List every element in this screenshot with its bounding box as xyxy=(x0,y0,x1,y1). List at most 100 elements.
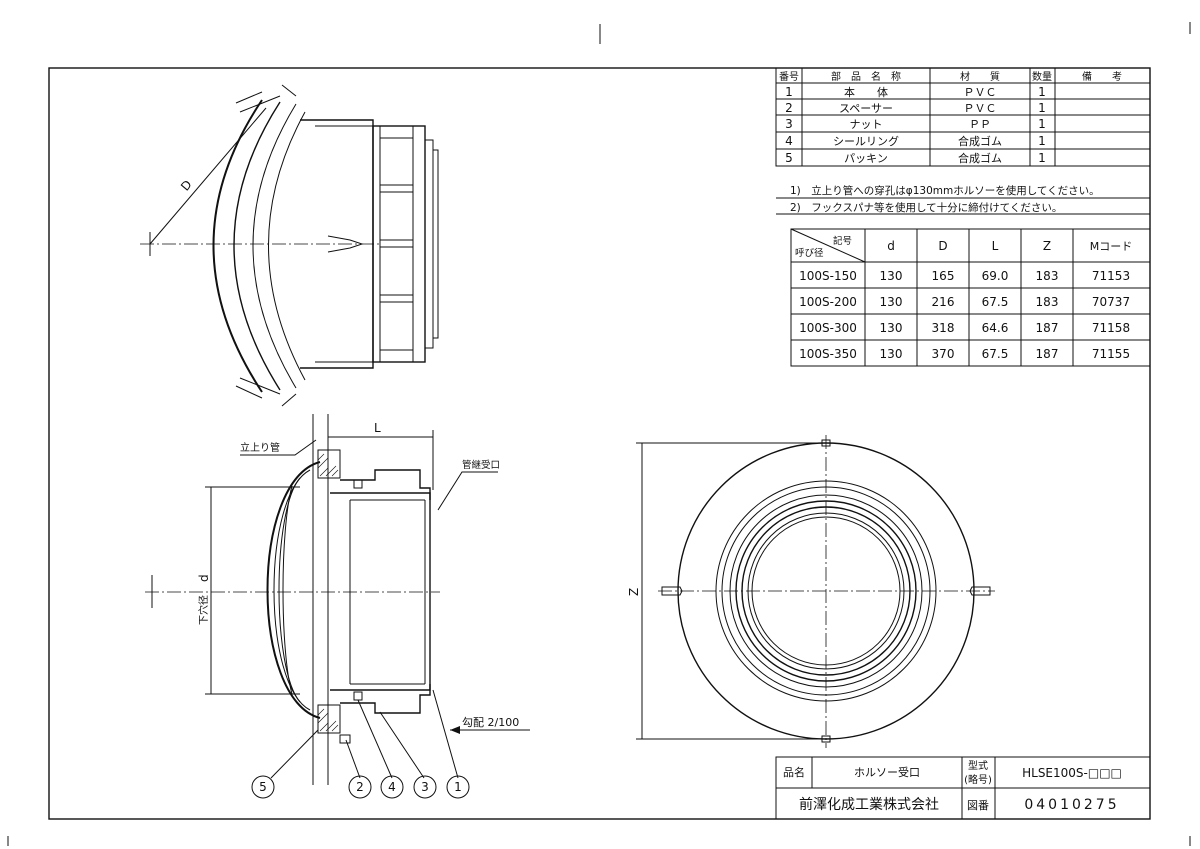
dim-size: 100S-200 xyxy=(799,295,857,309)
part-no: 5 xyxy=(785,151,793,165)
title-type-label-sub: (略号) xyxy=(964,773,992,786)
dim-corner-bottom: 呼び径 xyxy=(795,247,824,259)
dim-Z: 183 xyxy=(1036,269,1059,283)
part-qty: 1 xyxy=(1038,151,1046,165)
part-material: ＰＶＣ xyxy=(964,86,997,99)
part-name: ナット xyxy=(850,118,883,131)
dim-header-L: L xyxy=(992,239,999,253)
dim-D: 165 xyxy=(932,269,955,283)
parts-header-qty: 数量 xyxy=(1032,70,1052,83)
front-view: Z xyxy=(627,435,995,748)
balloon-number: 3 xyxy=(421,780,429,794)
dim-header-D: D xyxy=(938,239,947,253)
label-pipe-socket: 管継受口 xyxy=(462,459,500,471)
dim-size: 100S-350 xyxy=(799,347,857,361)
part-no: 1 xyxy=(785,85,793,99)
dim-L: 67.5 xyxy=(982,347,1009,361)
title-name-value: ホルソー受口 xyxy=(854,766,920,779)
dim-header-Z: Z xyxy=(1043,239,1051,253)
dim-row: 100S-150 130 165 69.0 183 71153 xyxy=(799,269,1130,283)
title-type-label: 型式 xyxy=(968,759,988,772)
part-no: 2 xyxy=(785,101,793,115)
note-2: 2) フックスパナ等を使用して十分に締付けてください。 xyxy=(790,201,1062,214)
part-no: 4 xyxy=(785,134,793,148)
dim-corner-top: 記号 xyxy=(833,235,852,247)
dim-size: 100S-150 xyxy=(799,269,857,283)
part-name: パッキン xyxy=(844,152,888,165)
dim-L: 64.6 xyxy=(982,321,1009,335)
part-material: ＰＰ xyxy=(969,118,991,131)
title-drawing-no: 04010275 xyxy=(1024,797,1119,813)
part-name: 本 体 xyxy=(844,85,888,99)
dim-d: 130 xyxy=(880,295,903,309)
parts-row: 3 ナット ＰＰ 1 xyxy=(785,117,1046,131)
title-type-value: HLSE100S-□□□ xyxy=(1022,766,1122,780)
dim-header-mcode: Mコード xyxy=(1090,240,1133,253)
dim-header-d: d xyxy=(887,239,895,253)
dim-Z: 187 xyxy=(1036,347,1059,361)
parts-row: 2 スペーサー ＰＶＣ 1 xyxy=(785,101,1046,115)
dim-D: 318 xyxy=(932,321,955,335)
sheet-frame xyxy=(7,22,1191,846)
dim-row: 100S-350 130 370 67.5 187 71155 xyxy=(799,347,1130,361)
balloon: 2 xyxy=(348,775,372,799)
dim-row: 100S-300 130 318 64.6 187 71158 xyxy=(799,321,1130,335)
label-d: d xyxy=(197,574,211,582)
dim-Z: 183 xyxy=(1036,295,1059,309)
part-material: ＰＶＣ xyxy=(964,102,997,115)
dim-mcode: 71158 xyxy=(1092,321,1130,335)
notes: 1) 立上り管への穿孔はφ130mmホルソーを使用してください。 2) フックス… xyxy=(776,184,1150,215)
balloon: 5 xyxy=(251,775,275,799)
dim-L: 67.5 xyxy=(982,295,1009,309)
title-block: 品名 ホルソー受口 型式 (略号) HLSE100S-□□□ 前澤化成工業株式会… xyxy=(775,756,1151,820)
parts-header-material: 材 質 xyxy=(960,70,1000,83)
dim-mcode: 71153 xyxy=(1092,269,1130,283)
parts-header-name: 部 品 名 称 xyxy=(831,70,901,83)
balloon: 3 xyxy=(413,775,437,799)
title-company: 前澤化成工業株式会社 xyxy=(799,796,939,813)
dim-mcode: 71155 xyxy=(1092,347,1130,361)
label-slope: 勾配 2/100 xyxy=(462,716,519,729)
balloon-number: 2 xyxy=(356,780,364,794)
part-name: スペーサー xyxy=(839,102,893,115)
title-drawing-no-label: 図番 xyxy=(967,799,989,812)
dimension-table: 記号 呼び径 d D L Z Mコード 100S-150 130 165 69.… xyxy=(790,228,1151,367)
parts-row: 4 シールリング 合成ゴム 1 xyxy=(785,134,1046,148)
label-L: L xyxy=(374,421,381,435)
dim-D: 216 xyxy=(932,295,955,309)
part-qty: 1 xyxy=(1038,85,1046,99)
dim-Z: 187 xyxy=(1036,321,1059,335)
dim-d: 130 xyxy=(880,269,903,283)
balloon-number: 5 xyxy=(259,780,267,794)
balloon: 1 xyxy=(446,775,470,799)
part-qty: 1 xyxy=(1038,134,1046,148)
label-d-prefix: 下穴径 xyxy=(197,595,210,625)
title-name-label: 品名 xyxy=(783,765,805,779)
balloon-number: 4 xyxy=(388,780,396,794)
parts-row: 5 パッキン 合成ゴム 1 xyxy=(785,151,1046,165)
part-name: シールリング xyxy=(833,134,899,148)
dim-D: 370 xyxy=(932,347,955,361)
dim-row: 100S-200 130 216 67.5 183 70737 xyxy=(799,295,1130,309)
dim-size: 100S-300 xyxy=(799,321,857,335)
dim-d: 130 xyxy=(880,347,903,361)
balloon-number: 1 xyxy=(454,780,462,794)
part-material: 合成ゴム xyxy=(958,151,1002,165)
part-no: 3 xyxy=(785,117,793,131)
label-riser: 立上り管 xyxy=(240,441,280,454)
parts-table: 番号 部 品 名 称 材 質 数量 備 考 1 本 体 ＰＶＣ 1 2 スペーサ… xyxy=(775,67,1151,167)
parts-header-no: 番号 xyxy=(779,71,799,83)
label-Z: Z xyxy=(627,588,641,596)
label-D: D xyxy=(178,177,195,193)
dim-L: 69.0 xyxy=(982,269,1009,283)
note-1: 1) 立上り管への穿孔はφ130mmホルソーを使用してください。 xyxy=(790,184,1100,197)
top-view: D xyxy=(140,84,439,407)
parts-header-note: 備 考 xyxy=(1082,70,1122,83)
balloon: 4 xyxy=(380,775,404,799)
parts-row: 1 本 体 ＰＶＣ 1 xyxy=(785,85,1046,99)
part-material: 合成ゴム xyxy=(958,134,1002,148)
part-qty: 1 xyxy=(1038,117,1046,131)
part-qty: 1 xyxy=(1038,101,1046,115)
section-view: 下穴径 d L 立上り管 管継受口 勾配 2/100 5 2 4 3 1 xyxy=(145,414,530,799)
